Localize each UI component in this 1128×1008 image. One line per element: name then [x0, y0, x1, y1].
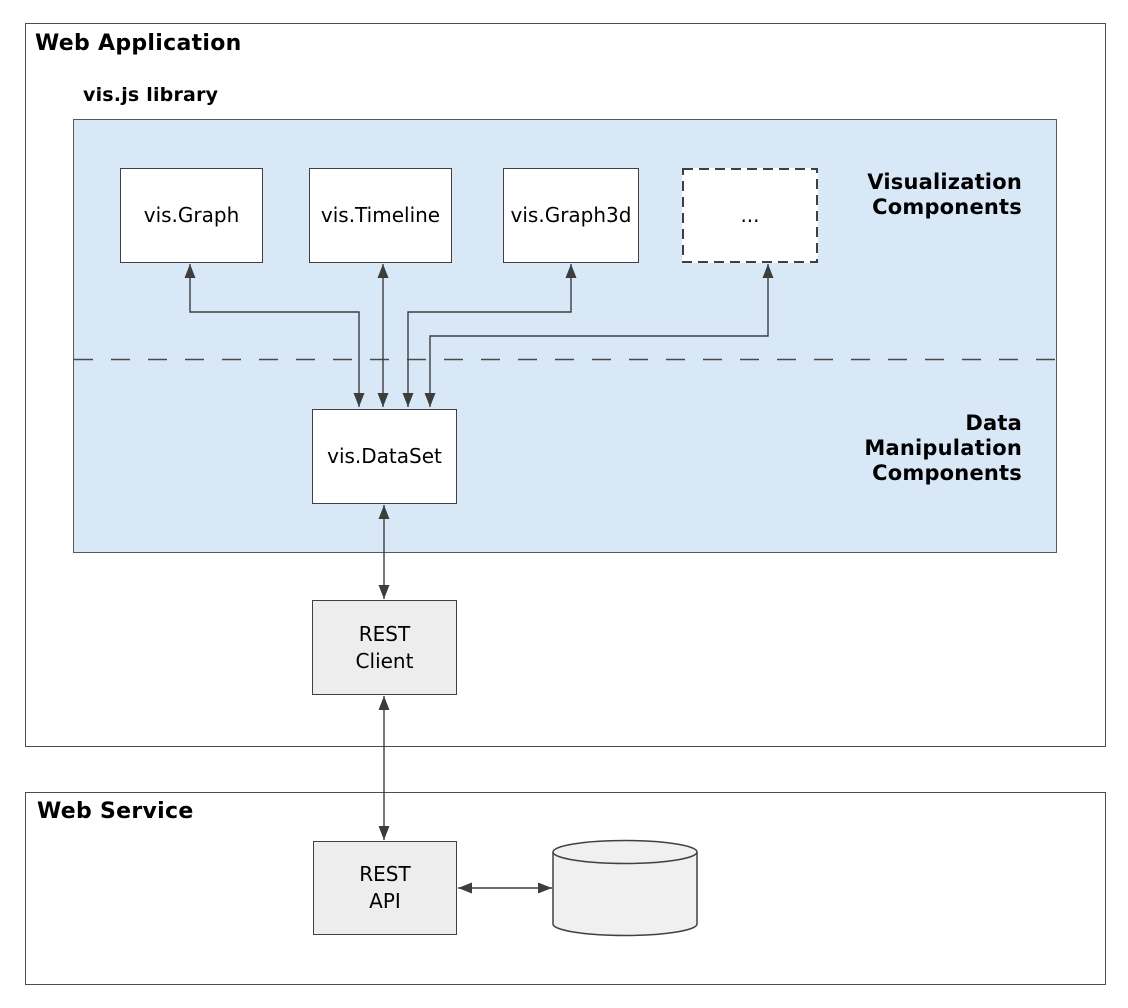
visualization-components-label: Visualization Components	[867, 170, 1022, 219]
web-application-title: Web Application	[35, 31, 242, 56]
rest-api-node: REST API	[313, 841, 457, 935]
vis-graph3d-node: vis.Graph3d	[503, 168, 639, 263]
rest-client-node: REST Client	[312, 600, 457, 695]
vis-graph-node: vis.Graph	[120, 168, 263, 263]
more-components-node: ...	[682, 168, 818, 263]
visjs-library-title: vis.js library	[83, 84, 219, 106]
data-manipulation-components-label: Data Manipulation Components	[864, 411, 1022, 485]
vis-timeline-node: vis.Timeline	[309, 168, 452, 263]
data-store-label: Data	[601, 878, 649, 902]
web-service-title: Web Service	[37, 799, 194, 824]
vis-dataset-node: vis.DataSet	[312, 409, 457, 504]
